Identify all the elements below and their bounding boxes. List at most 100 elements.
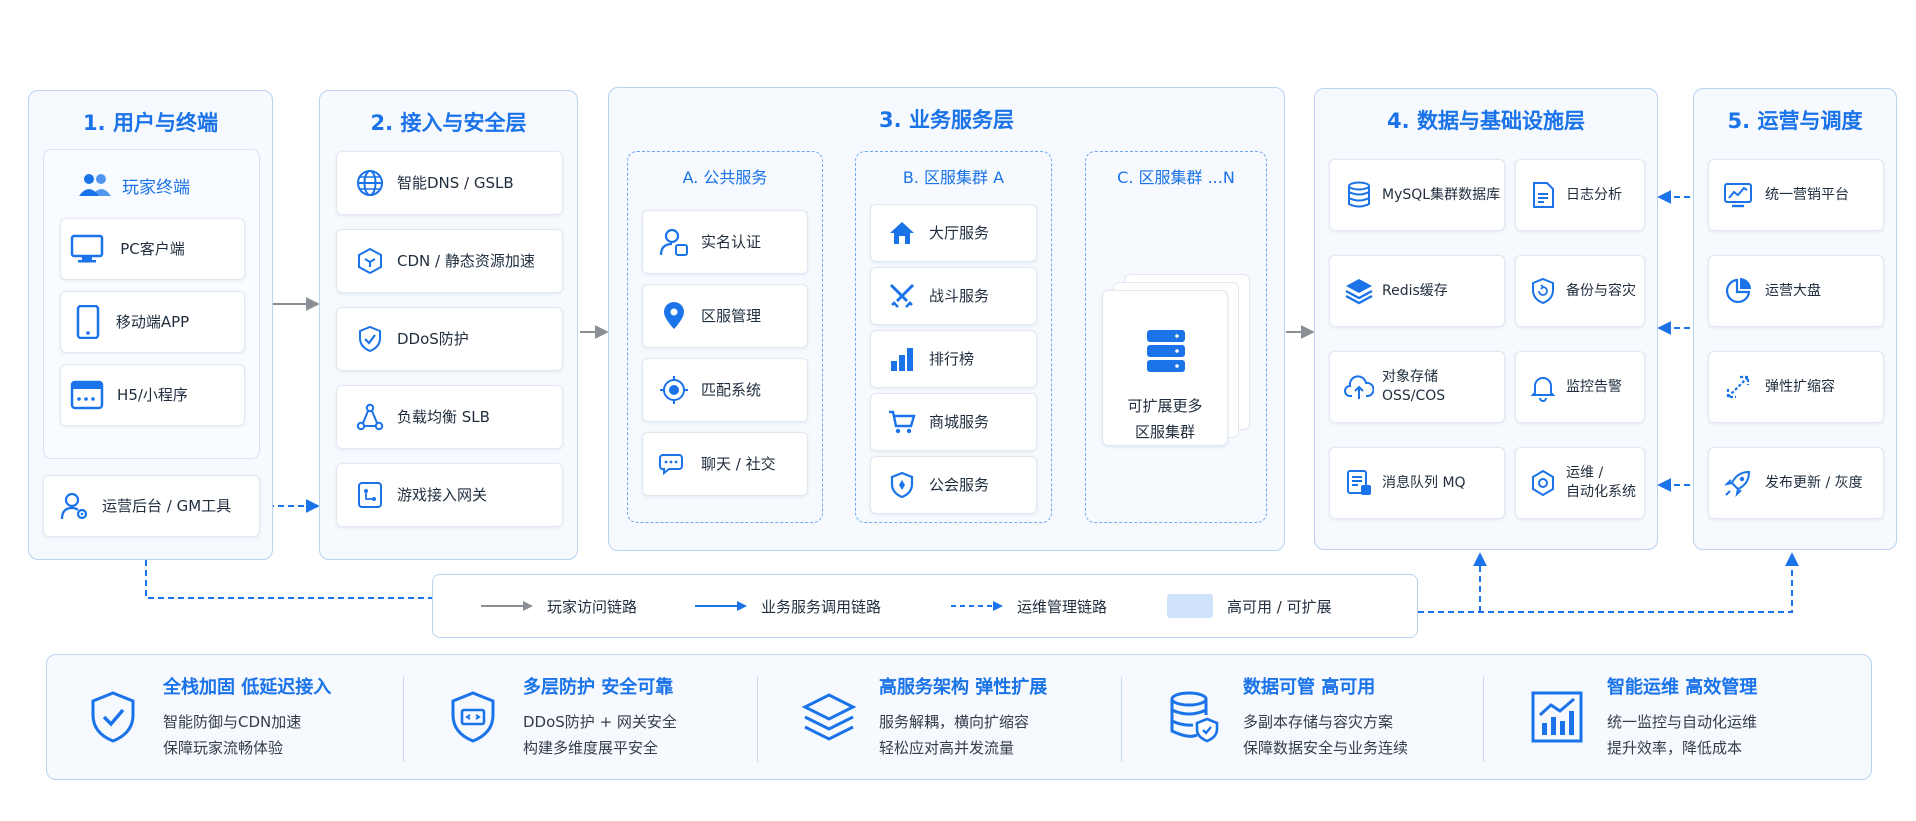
- legend-blue-arrow-icon: [695, 601, 747, 611]
- feature-3-line2: 轻松应对高并发流量: [879, 739, 1015, 757]
- player-terminal-header: 玩家终端: [78, 170, 190, 200]
- globe-icon: [353, 166, 387, 200]
- feature-separator: [1121, 677, 1122, 762]
- feature-5-title: 智能运维 高效管理: [1607, 676, 1758, 698]
- feature-3-line1: 服务解耦，横向扩缩容: [879, 712, 1030, 731]
- battle-service-label: 战斗服务: [929, 286, 990, 305]
- cdn-label: CDN / 静态资源加速: [397, 251, 535, 270]
- ops-automation-card[interactable]: 运维 / 自动化系统: [1515, 447, 1645, 519]
- mq-card[interactable]: 消息队列 MQ: [1329, 447, 1505, 519]
- slb-label: 负载均衡 SLB: [397, 407, 490, 426]
- public-services-title: A. 公共服务: [682, 168, 768, 187]
- expandable-cluster-line2: 区服集群: [1134, 423, 1195, 441]
- legend-gray-arrow-icon: [481, 601, 533, 611]
- object-storage-line1: 对象存储: [1382, 369, 1438, 386]
- redis-card[interactable]: Redis缓存: [1329, 255, 1505, 327]
- legend-ha: 高可用 / 可扩展: [1167, 575, 1332, 637]
- game-gateway-card[interactable]: 游戏接入网关: [336, 463, 563, 527]
- ops-automation-label: 运维 / 自动化系统: [1566, 464, 1636, 502]
- layers-icon: [1342, 274, 1376, 308]
- dashboard-monitor-icon: [1721, 178, 1755, 212]
- ddos-label: DDoS防护: [397, 329, 469, 348]
- lobby-service-card[interactable]: 大厅服务: [870, 204, 1037, 262]
- leaderboard-label: 排行榜: [929, 349, 975, 368]
- log-analysis-card[interactable]: 日志分析: [1515, 159, 1645, 231]
- server-cluster-a-group: B. 区服集群 A 大厅服务 战斗服务 排行榜 商城服务 公会服务: [855, 151, 1052, 523]
- shopping-cart-icon: [885, 405, 919, 439]
- auto-scaling-card[interactable]: 弹性扩缩容: [1708, 351, 1884, 423]
- smart-dns-card[interactable]: 智能DNS / GSLB: [336, 151, 563, 215]
- legend-service-label: 业务服务调用链路: [761, 597, 882, 616]
- feature-3-title: 高服务架构 弹性扩展: [879, 676, 1048, 698]
- release-gray-card[interactable]: 发布更新 / 灰度: [1708, 447, 1884, 519]
- matchmaking-card[interactable]: 匹配系统: [642, 358, 808, 422]
- feature-2-line1: DDoS防护 + 网关安全: [523, 712, 677, 731]
- message-queue-icon: [1342, 466, 1376, 500]
- slb-card[interactable]: 负载均衡 SLB: [336, 385, 563, 449]
- crossed-swords-icon: [885, 279, 919, 313]
- lobby-service-label: 大厅服务: [929, 223, 990, 242]
- log-file-icon: [1526, 178, 1560, 212]
- guild-service-card[interactable]: 公会服务: [870, 456, 1037, 514]
- feature-4-title: 数据可管 高可用: [1243, 676, 1376, 698]
- server-cluster-n-group: C. 区服集群 ...N 可扩展更多 区服集群: [1085, 151, 1267, 523]
- h5-miniapp-card[interactable]: H5/小程序: [60, 364, 245, 426]
- feature-2-line2: 构建多维度展平安全: [523, 739, 659, 757]
- real-name-auth-label: 实名认证: [701, 232, 762, 251]
- feature-2: 多层防护 安全可靠 DDoS防护 + 网关安全 构建多维度展平安全: [445, 655, 677, 779]
- backup-dr-card[interactable]: 备份与容灾: [1515, 255, 1645, 327]
- layer-data-infra: 4. 数据与基础设施层 MySQL集群数据库 Redis缓存 对象存储 OSS/…: [1314, 88, 1658, 550]
- mysql-card[interactable]: MySQL集群数据库: [1329, 159, 1505, 231]
- battle-service-card[interactable]: 战斗服务: [870, 267, 1037, 325]
- ops-dashboard-label: 运营大盘: [1765, 282, 1821, 299]
- ops-path-right: [1418, 552, 1799, 613]
- growth-chart-icon: [1531, 691, 1583, 743]
- browser-window-icon: [70, 380, 104, 414]
- object-storage-label: 对象存储 OSS/COS: [1382, 368, 1445, 406]
- rocket-icon: [1721, 466, 1755, 500]
- layer-business-services: 3. 业务服务层 A. 公共服务 实名认证 区服管理 匹配系统 聊天 / 社交 …: [608, 87, 1285, 551]
- gateway-icon: [353, 478, 387, 512]
- store-service-card[interactable]: 商城服务: [870, 393, 1037, 451]
- matchmaking-label: 匹配系统: [701, 380, 762, 399]
- chat-social-card[interactable]: 聊天 / 社交: [642, 432, 808, 496]
- guild-service-label: 公会服务: [929, 475, 990, 494]
- release-gray-label: 发布更新 / 灰度: [1765, 474, 1863, 491]
- server-mgmt-card[interactable]: 区服管理: [642, 284, 808, 348]
- legend-ha-label: 高可用 / 可扩展: [1227, 597, 1332, 616]
- legend-player-path: 玩家访问链路: [479, 575, 637, 637]
- ops-dashboard-card[interactable]: 运营大盘: [1708, 255, 1884, 327]
- feature-separator: [403, 677, 404, 762]
- ops-automation-line1: 运维 /: [1566, 465, 1604, 482]
- features-bar: 全栈加固 低延迟接入 智能防御与CDN加速 保障玩家流畅体验 多层防护 安全可靠…: [46, 654, 1872, 780]
- marketing-platform-card[interactable]: 统一营销平台: [1708, 159, 1884, 231]
- feature-5: 智能运维 高效管理 统一监控与自动化运维 提升效率，降低成本: [1529, 655, 1757, 779]
- auto-scaling-label: 弹性扩缩容: [1765, 378, 1835, 395]
- feature-1-line1: 智能防御与CDN加速: [163, 712, 302, 731]
- public-services-group: A. 公共服务 实名认证 区服管理 匹配系统 聊天 / 社交: [627, 151, 823, 523]
- feature-separator: [1483, 677, 1484, 762]
- expandable-cluster-card[interactable]: 可扩展更多 区服集群: [1102, 290, 1228, 446]
- layer4-title: 4. 数据与基础设施层: [1387, 109, 1585, 133]
- pc-client-card[interactable]: PC客户端: [60, 218, 245, 280]
- cdn-card[interactable]: CDN / 静态资源加速: [336, 229, 563, 293]
- legend: 玩家访问链路 业务服务调用链路 运维管理链路 高可用 / 可扩展: [432, 574, 1418, 638]
- object-storage-card[interactable]: 对象存储 OSS/COS: [1329, 351, 1505, 423]
- shield-check-icon: [91, 691, 135, 743]
- cloud-upload-icon: [1342, 370, 1376, 404]
- feature-5-line1: 统一监控与自动化运维: [1607, 712, 1758, 731]
- mobile-app-label: 移动端APP: [115, 312, 190, 331]
- log-analysis-label: 日志分析: [1566, 186, 1622, 203]
- real-name-auth-card[interactable]: 实名认证: [642, 210, 808, 274]
- admin-gm-card[interactable]: 运营后台 / GM工具: [43, 475, 260, 537]
- feature-3: 高服务架构 弹性扩展 服务解耦，横向扩缩容 轻松应对高并发流量: [801, 655, 1047, 779]
- server-cluster-n-title: C. 区服集群 ...N: [1117, 168, 1235, 187]
- ddos-card[interactable]: DDoS防护: [336, 307, 563, 371]
- leaderboard-card[interactable]: 排行榜: [870, 330, 1037, 388]
- user-gear-icon: [58, 489, 92, 523]
- map-pin-icon: [657, 299, 691, 333]
- monitor-alert-card[interactable]: 监控告警: [1515, 351, 1645, 423]
- server-stack-icon: [1146, 329, 1186, 377]
- monitor-icon: [70, 234, 104, 268]
- mobile-app-card[interactable]: 移动端APP: [60, 291, 245, 353]
